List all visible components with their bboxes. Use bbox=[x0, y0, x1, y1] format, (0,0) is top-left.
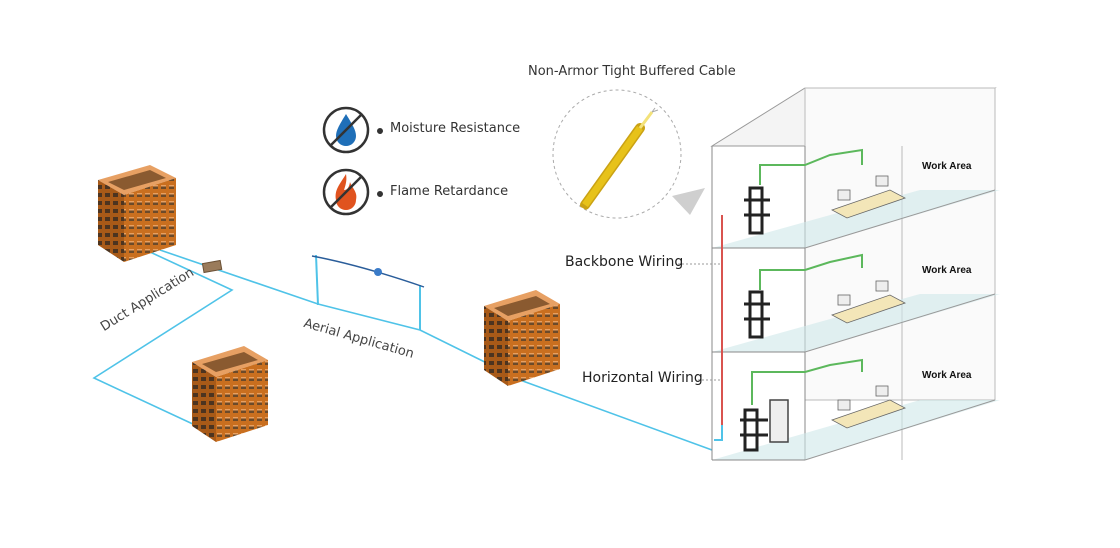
floor-2 bbox=[712, 293, 1000, 353]
aerial-poles bbox=[315, 254, 421, 330]
floor-1 bbox=[712, 189, 1000, 249]
bullet-flame bbox=[377, 191, 383, 197]
moisture-resistance-label: Moisture Resistance bbox=[390, 121, 521, 136]
flame-retardance-label: Flame Retardance bbox=[390, 184, 509, 199]
cable-title: Non-Armor Tight Buffered Cable bbox=[528, 64, 736, 79]
aerial-span bbox=[311, 255, 425, 288]
building-center bbox=[484, 290, 560, 386]
label-leaders bbox=[678, 263, 722, 381]
building-top-left bbox=[98, 165, 176, 262]
bullet-moisture bbox=[377, 128, 383, 134]
cable-magnifier bbox=[552, 89, 705, 219]
building-middle-left bbox=[192, 346, 268, 442]
no-flame-icon bbox=[322, 168, 370, 216]
splice-closure bbox=[201, 259, 223, 274]
cable-routes bbox=[92, 249, 713, 451]
horizontal-wiring-label: Horizontal Wiring bbox=[582, 370, 703, 386]
backbone-wiring-label: Backbone Wiring bbox=[565, 254, 684, 270]
floor-3 bbox=[712, 399, 1000, 461]
duct-route bbox=[92, 251, 234, 433]
work-area-label-1: Work Area bbox=[922, 161, 972, 172]
telecom-rack-1 bbox=[744, 186, 770, 235]
telecom-rack-3 bbox=[740, 399, 789, 452]
horizontal-cabling bbox=[751, 148, 863, 405]
workstations bbox=[831, 175, 906, 429]
to-building-route bbox=[519, 379, 713, 451]
aerial-route bbox=[159, 249, 506, 373]
office-building bbox=[710, 87, 1000, 461]
work-area-label-2: Work Area bbox=[922, 265, 972, 276]
work-area-label-3: Work Area bbox=[922, 370, 972, 381]
telecom-rack-2 bbox=[744, 290, 770, 339]
no-water-drop-icon bbox=[322, 106, 370, 154]
